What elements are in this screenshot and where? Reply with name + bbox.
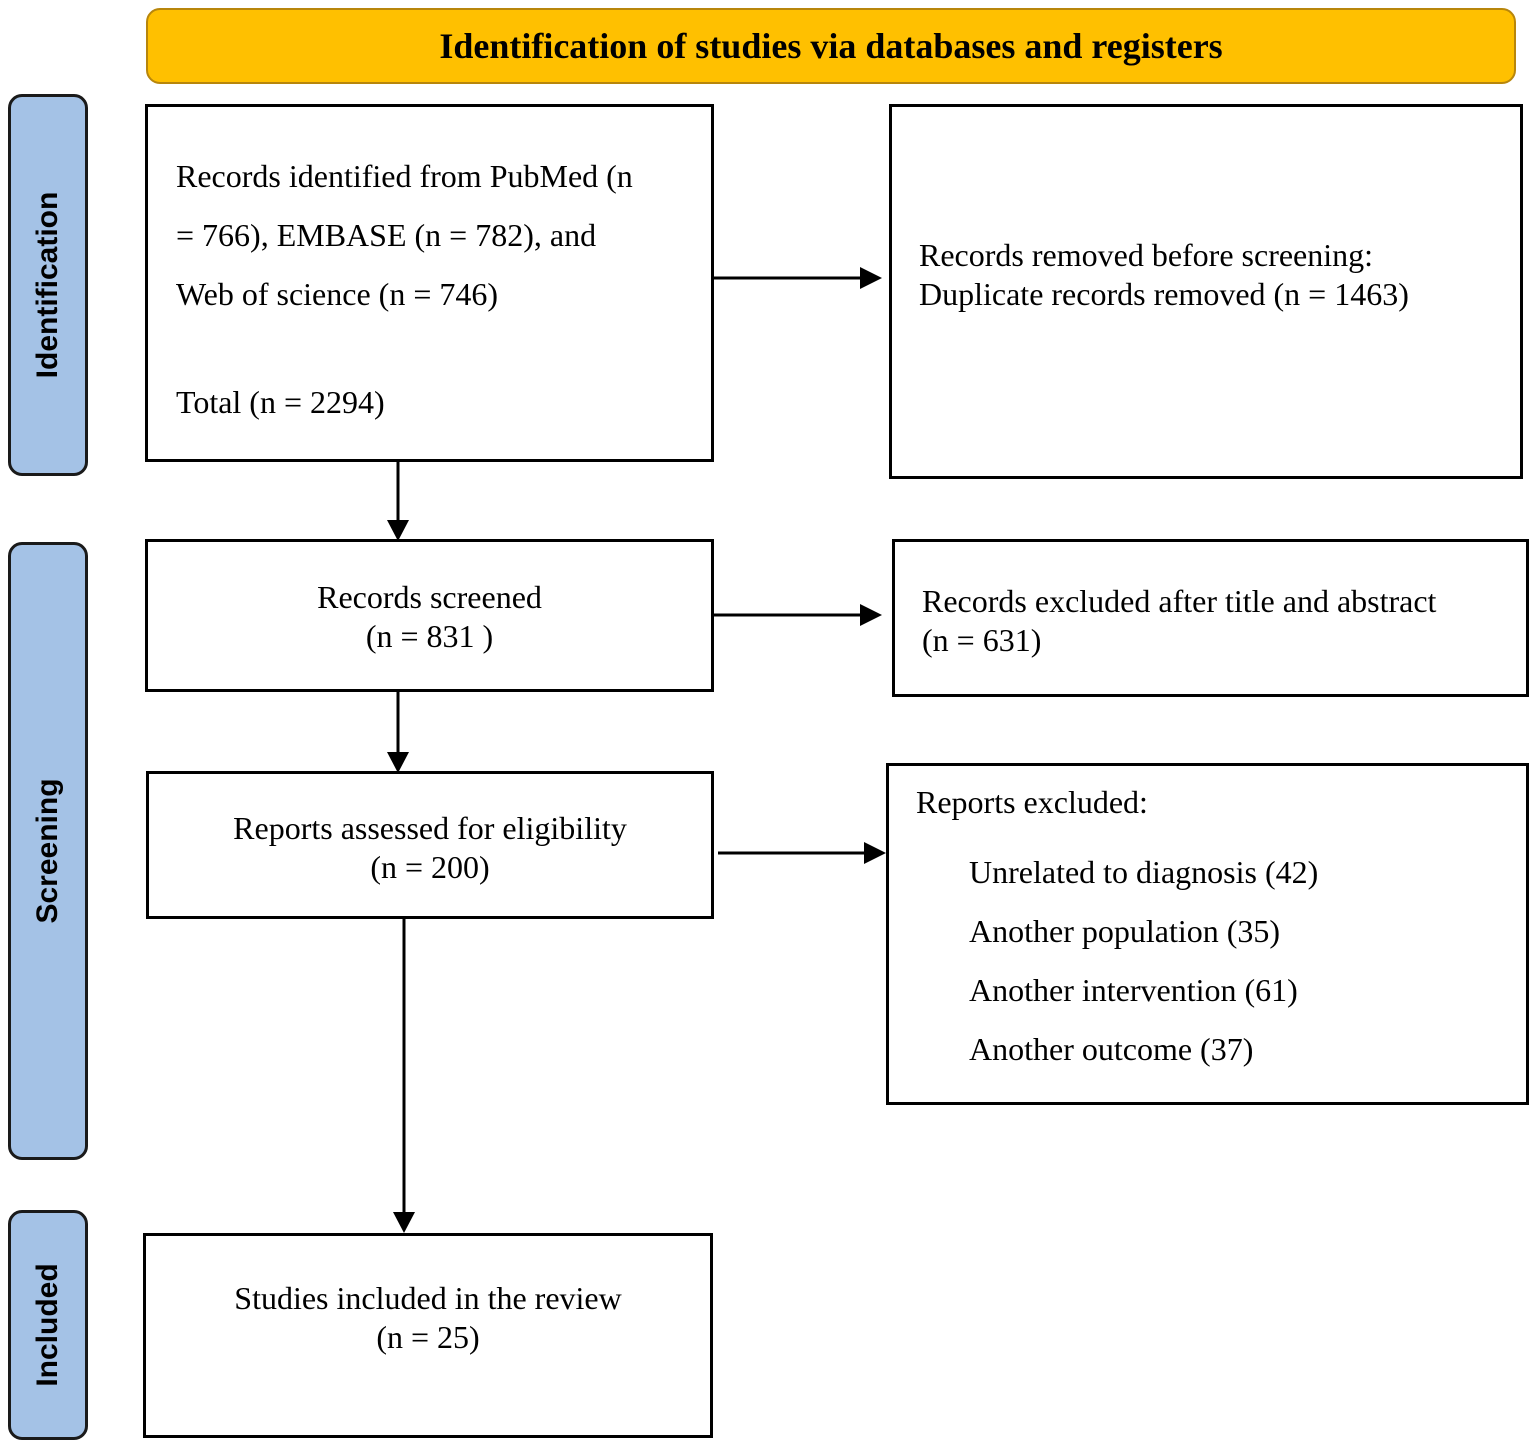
arrowhead-assessed xyxy=(387,752,409,773)
reports-excluded-item-2: Another population (35) xyxy=(969,913,1281,949)
studies-included-line-1: Studies included in the review xyxy=(234,1280,622,1316)
reports-excluded-item-4: Another outcome (37) xyxy=(969,1031,1254,1067)
reports-assessed-text: Reports assessed for eligibility (n = 20… xyxy=(149,809,711,887)
reports-excluded-box: Reports excluded: Unrelated to diagnosis… xyxy=(886,763,1529,1105)
studies-included-text: Studies included in the review (n = 25) xyxy=(146,1279,710,1357)
reports-excluded-item-1: Unrelated to diagnosis (42) xyxy=(969,854,1319,890)
records-removed-box: Records removed before screening: Duplic… xyxy=(889,104,1523,479)
reports-excluded-list: Unrelated to diagnosis (42) Another popu… xyxy=(969,843,1318,1079)
arrowhead-screened xyxy=(387,520,409,541)
phase-screening: Screening xyxy=(8,542,88,1160)
records-excluded-text: Records excluded after title and abstrac… xyxy=(922,582,1436,660)
records-removed-line-1: Records removed before screening: xyxy=(919,237,1374,273)
records-excluded-line-1: Records excluded after title and abstrac… xyxy=(922,583,1437,619)
arrowhead-reports-excluded xyxy=(864,842,886,864)
records-identified-total: Total (n = 2294) xyxy=(176,384,385,420)
reports-excluded-item-3: Another intervention (61) xyxy=(969,972,1298,1008)
records-screened-text: Records screened (n = 831 ) xyxy=(148,578,711,656)
arrowhead-removed xyxy=(860,267,882,289)
records-screened-line-2: (n = 831 ) xyxy=(365,618,494,654)
records-excluded-line-2: (n = 631) xyxy=(922,622,1042,658)
arrowhead-records-excluded xyxy=(860,604,882,626)
records-excluded-box: Records excluded after title and abstrac… xyxy=(892,539,1529,697)
header-title: Identification of studies via databases … xyxy=(439,26,1223,66)
records-identified-text: Records identified from PubMed (n = 766)… xyxy=(176,147,633,324)
phase-included: Included xyxy=(8,1210,88,1440)
records-screened-box: Records screened (n = 831 ) xyxy=(145,539,714,692)
phase-identification: Identification xyxy=(8,94,88,476)
records-identified-line-3: Web of science (n = 746) xyxy=(176,276,499,312)
reports-excluded-title: Reports excluded: xyxy=(916,784,1148,820)
records-identified-line-1: Records identified from PubMed (n xyxy=(176,158,633,194)
reports-assessed-box: Reports assessed for eligibility (n = 20… xyxy=(146,771,714,919)
records-identified-line-2: = 766), EMBASE (n = 782), and xyxy=(176,217,597,253)
reports-assessed-line-2: (n = 200) xyxy=(370,849,490,885)
diagram-header: Identification of studies via databases … xyxy=(146,8,1516,84)
studies-included-line-2: (n = 25) xyxy=(376,1319,480,1355)
records-identified-box: Records identified from PubMed (n = 766)… xyxy=(145,104,714,462)
records-removed-line-2: Duplicate records removed (n = 1463) xyxy=(919,276,1409,312)
arrowhead-included xyxy=(393,1212,415,1233)
reports-assessed-line-1: Reports assessed for eligibility xyxy=(233,810,627,846)
studies-included-box: Studies included in the review (n = 25) xyxy=(143,1233,713,1438)
records-screened-line-1: Records screened xyxy=(317,579,542,615)
records-removed-text: Records removed before screening: Duplic… xyxy=(919,236,1409,314)
